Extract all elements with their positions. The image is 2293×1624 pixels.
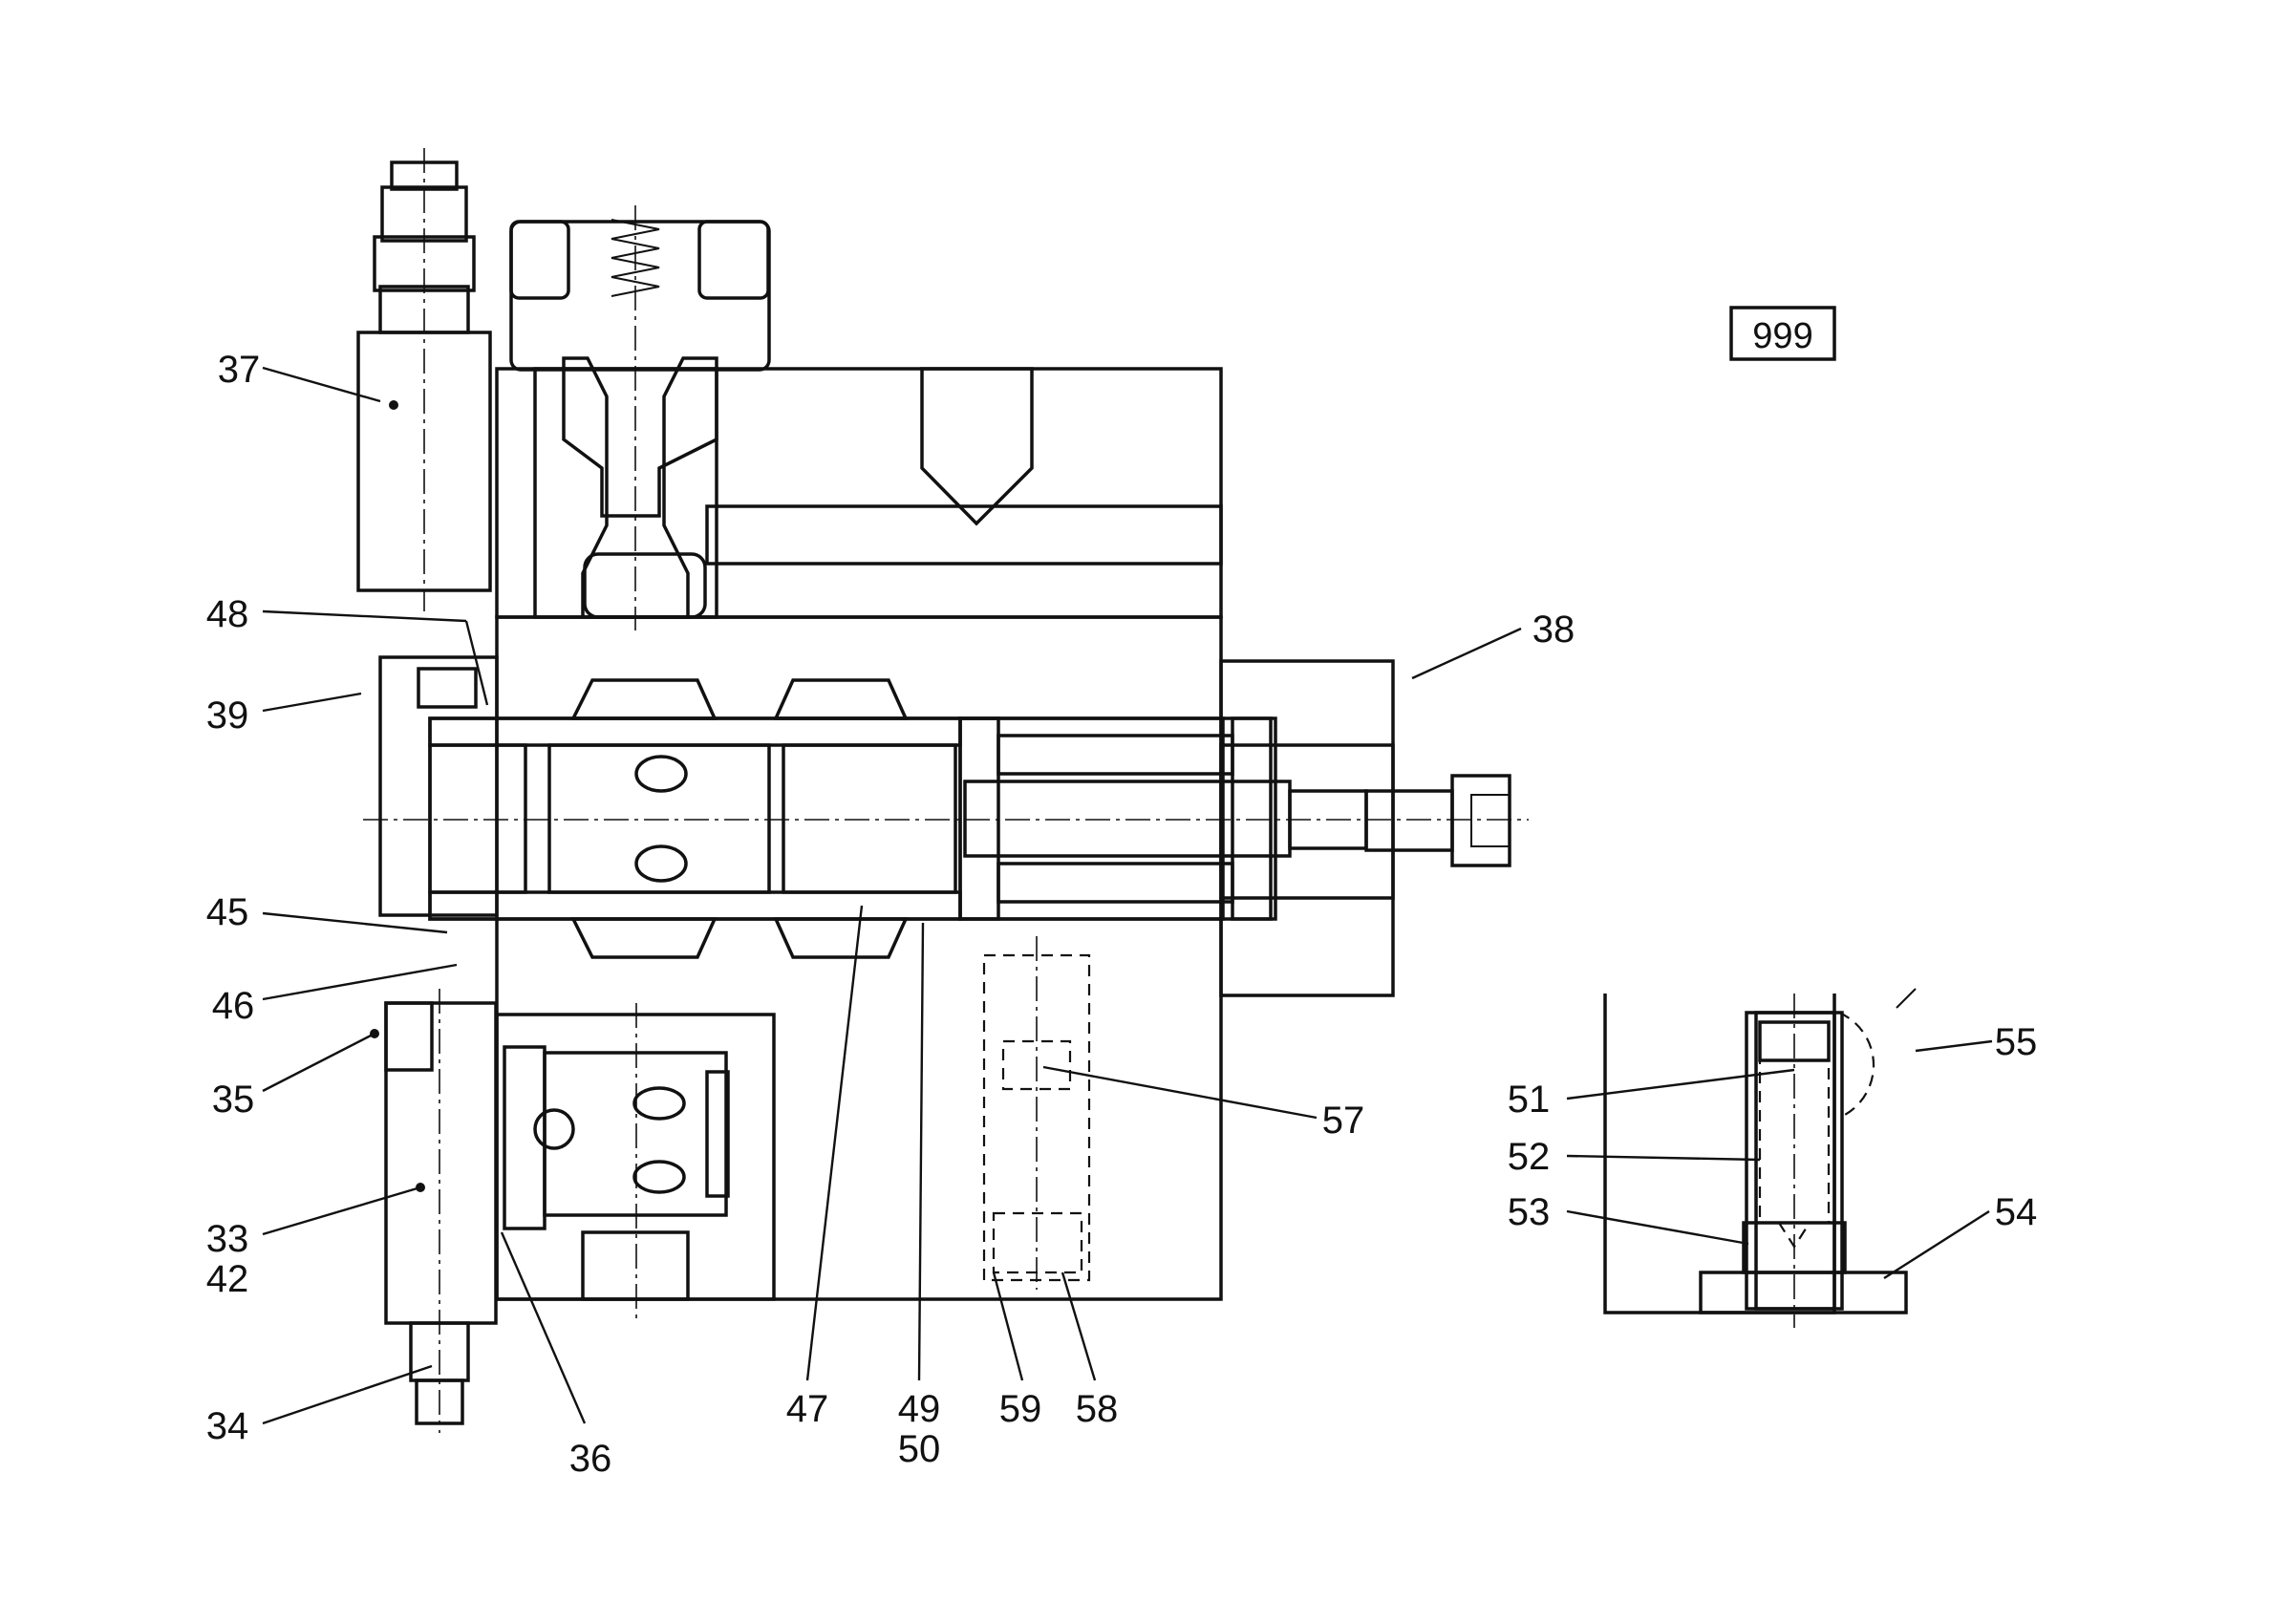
callout-35: 35 — [212, 1079, 255, 1121]
callout-38: 38 — [1532, 609, 1575, 651]
callout-58: 58 — [1076, 1388, 1119, 1430]
callout-53: 53 — [1508, 1191, 1551, 1233]
callout-48: 48 — [206, 593, 249, 635]
relief-valve-top — [509, 205, 771, 630]
callout-52: 52 — [1508, 1136, 1551, 1178]
solenoid-lower — [370, 989, 498, 1433]
callout-42: 42 — [206, 1258, 249, 1300]
spool-assembly — [363, 678, 1529, 959]
callout-39: 39 — [206, 694, 249, 737]
callout-45: 45 — [206, 891, 249, 933]
callout-50: 50 — [898, 1428, 941, 1470]
callout-51: 51 — [1508, 1079, 1551, 1121]
leader-lines — [262, 366, 1993, 1425]
solenoid-upper — [356, 148, 492, 611]
callout-37: 37 — [218, 349, 261, 391]
callout-54: 54 — [1995, 1191, 2038, 1233]
valve-body — [378, 367, 1395, 1301]
callout-47: 47 — [786, 1388, 829, 1430]
callout-57: 57 — [1322, 1100, 1365, 1142]
callout-33: 33 — [206, 1218, 249, 1260]
callout-36: 36 — [569, 1438, 612, 1480]
callout-59: 59 — [999, 1388, 1042, 1430]
callout-49: 49 — [898, 1388, 941, 1430]
callout-55: 55 — [1995, 1021, 2038, 1063]
lower-cartridge — [503, 1003, 730, 1318]
drawing-number-text: 999 — [1752, 316, 1812, 356]
callout-34: 34 — [206, 1405, 249, 1447]
detail-view — [1603, 988, 1917, 1328]
callout-46: 46 — [212, 985, 255, 1027]
callout-labels: 37 48 39 38 45 46 35 33 42 34 36 47 49 5… — [206, 349, 2038, 1480]
drawing-number-box: 999 — [1729, 306, 1836, 361]
check-valve-dashed — [992, 936, 1083, 1290]
